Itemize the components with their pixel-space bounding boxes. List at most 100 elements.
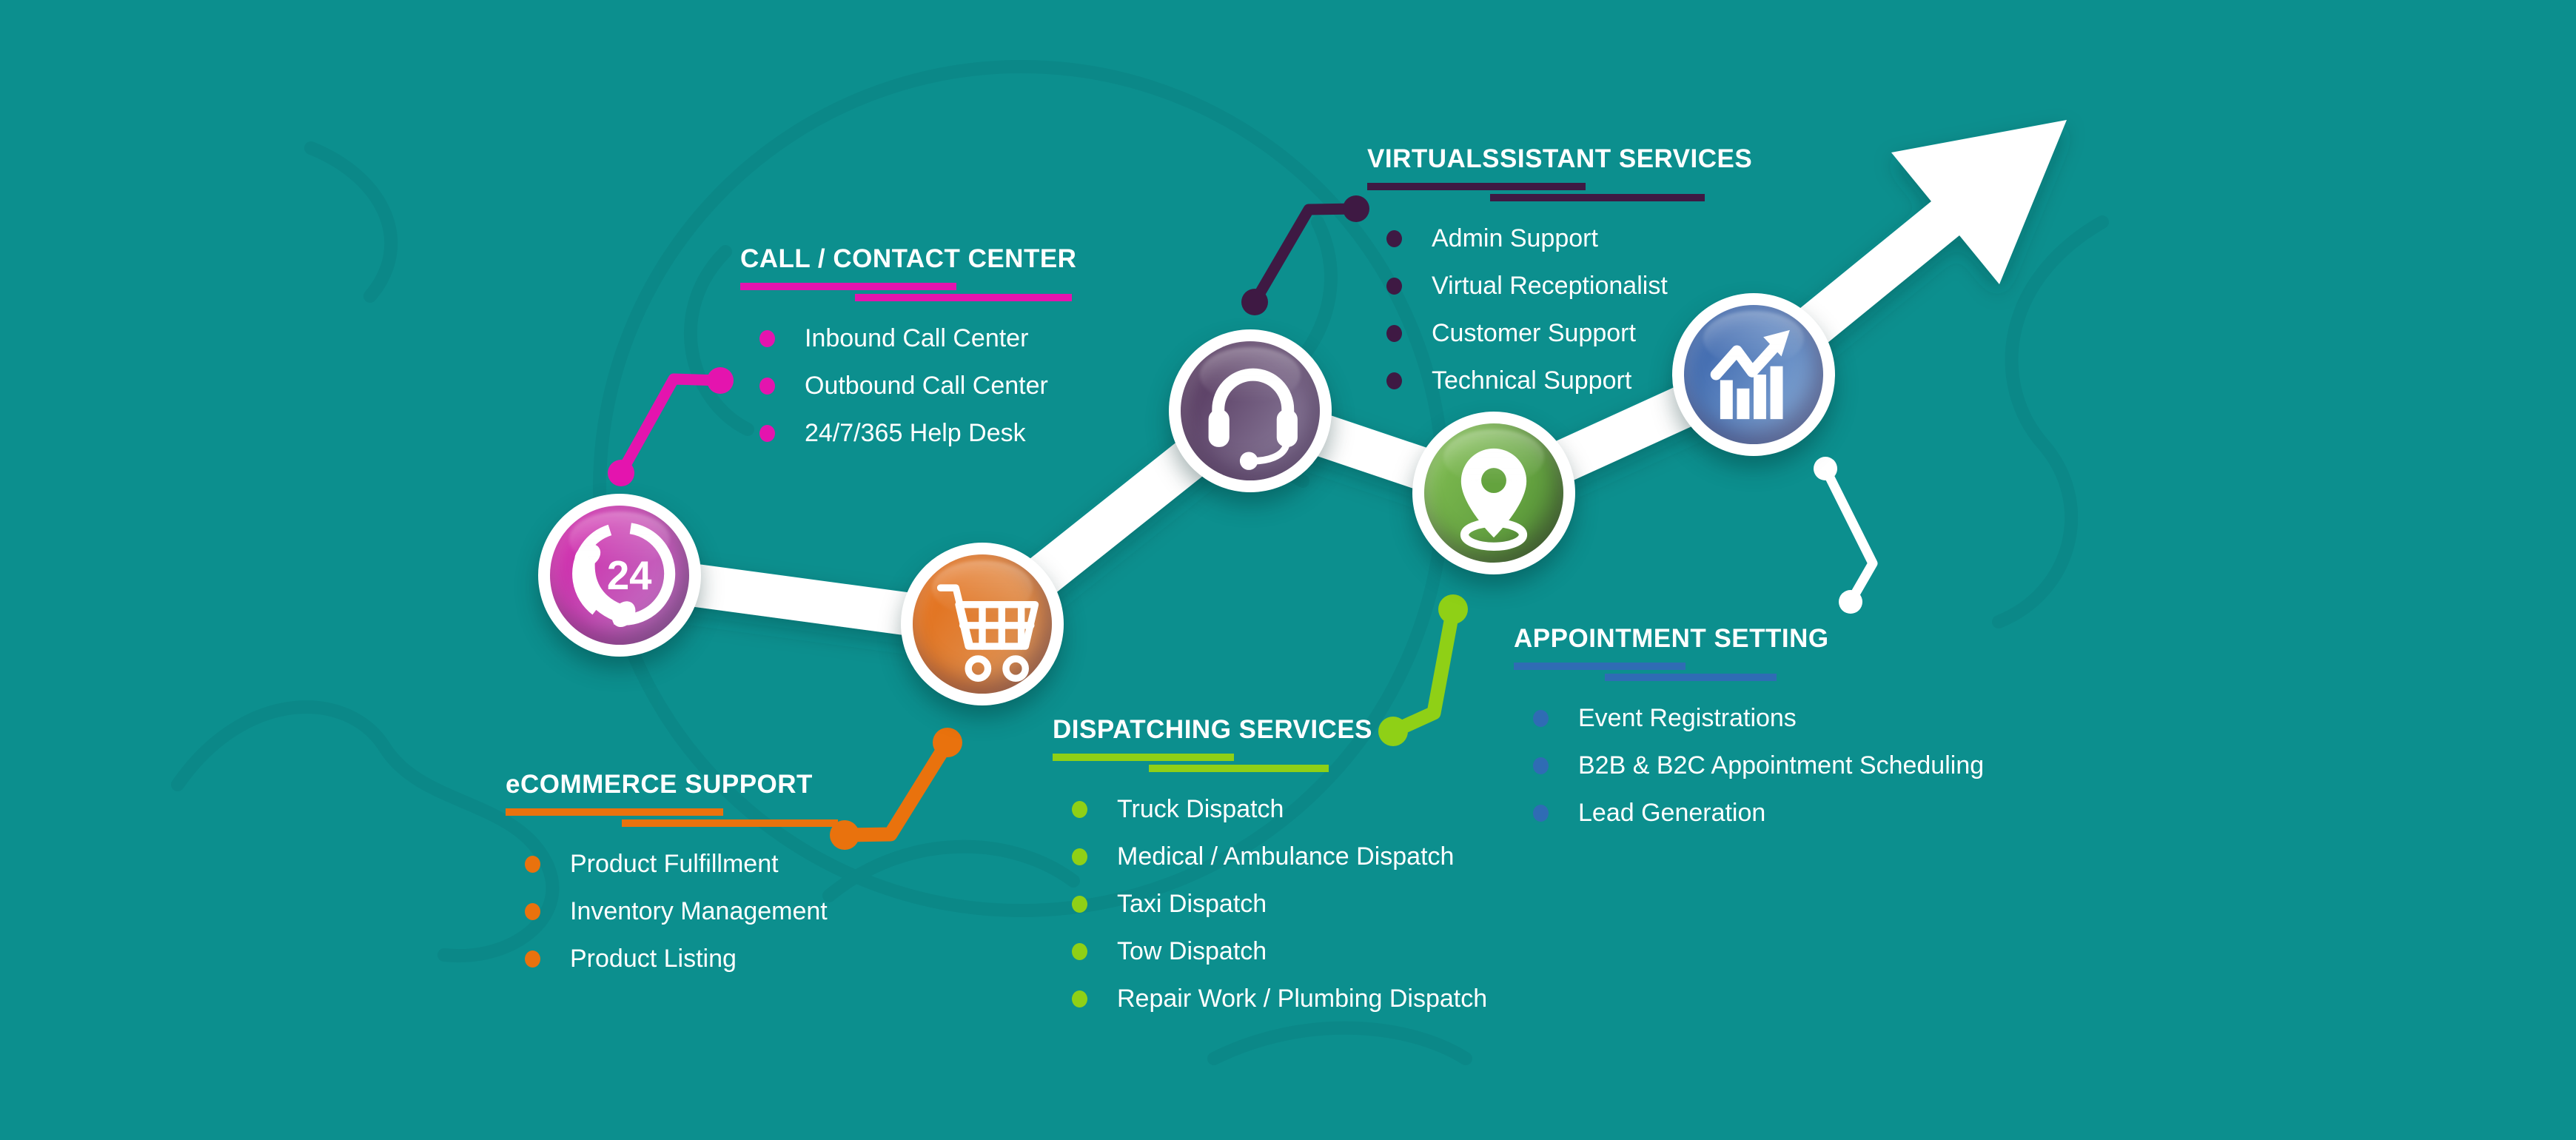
list-item-label: Repair Work / Plumbing Dispatch [1117,984,1488,1013]
list-item-label: Truck Dispatch [1117,794,1284,823]
list-item-label: Product Fulfillment [570,849,779,878]
connector-ecommerce-support [830,728,962,850]
virtual-assistant-node [1169,329,1332,492]
title-underline [622,819,838,827]
list-item-label: Admin Support [1432,224,1598,252]
list-item-label: Event Registrations [1578,703,1797,732]
list-item-label: Virtual Receptionalist [1432,271,1668,300]
list-item-label: Taxi Dispatch [1117,889,1267,918]
gloss-highlight [1200,346,1301,403]
list-item: Event Registrations [1514,694,1984,742]
bullet-dot-icon [1386,372,1402,389]
bullet-dot-icon [1386,324,1402,342]
title-underline [506,808,723,816]
growth-arrow [1740,120,2067,392]
list-item: Product Listing [506,935,838,982]
list-item: 24/7/365 Help Desk [740,409,1076,457]
headset-icon [1208,368,1298,470]
connector-call-contact-center [608,367,734,486]
bullet-dot-icon [525,902,540,920]
bullet-dot-icon [1072,848,1087,865]
list-item: Truck Dispatch [1053,785,1487,833]
location-pin-icon [1460,448,1528,551]
section-title: eCOMMERCE SUPPORT [506,770,813,799]
list-item-label: Inbound Call Center [805,323,1029,352]
list-item-label: 24/7/365 Help Desk [805,418,1026,447]
list-item: Admin Support [1367,215,1752,262]
dispatching-node [1412,412,1575,574]
list-item: Inbound Call Center [740,315,1076,362]
bullet-dot-icon [759,329,775,347]
list-item: Inventory Management [506,888,838,935]
list-item: Tow Dispatch [1053,928,1487,975]
title-underline [1605,674,1777,681]
gloss-highlight [1703,310,1804,366]
gloss-highlight [569,511,670,567]
bullet-dot-icon [1072,800,1087,818]
call-center-node: 24 [538,494,701,657]
list-item-label: Product Listing [570,944,737,973]
title-underline [1490,194,1705,201]
section-title: APPOINTMENT SETTING [1514,624,1829,653]
list-item: Outbound Call Center [740,362,1076,409]
bullet-dot-icon [1386,229,1402,247]
list-item: Product Fulfillment [506,840,838,888]
list-item: Repair Work / Plumbing Dispatch [1053,975,1487,1022]
phone-handset-glyph [574,543,636,628]
title-underline [1053,754,1234,761]
section-call-contact-center: CALL / CONTACT CENTER Inbound Call Cente… [740,244,1076,457]
bullet-dot-icon [1072,895,1087,913]
list-item: Medical / Ambulance Dispatch [1053,833,1487,880]
list-item-label: Lead Generation [1578,798,1766,827]
list-item: Customer Support [1367,309,1752,357]
svg-text:24: 24 [607,553,652,598]
bullet-dot-icon [759,377,775,395]
list-item: Virtual Receptionalist [1367,262,1752,309]
phone-24-hours-icon: 24 [572,522,676,628]
section-title: DISPATCHING SERVICES [1053,715,1373,744]
list-item-label: Technical Support [1432,366,1632,395]
list-item-label: Customer Support [1432,318,1636,347]
list-item-label: Medical / Ambulance Dispatch [1117,842,1455,871]
title-underline [855,294,1072,301]
gloss-highlight [932,560,1033,616]
title-underline [1149,765,1329,772]
title-underline [1514,663,1686,670]
section-title: VIRTUALSSISTANT SERVICES [1367,144,1753,173]
bullet-dot-icon [1072,942,1087,960]
bullet-dot-icon [1533,804,1549,822]
title-underline [740,283,956,290]
list-item: Technical Support [1367,357,1752,404]
bullet-dot-icon [759,424,775,442]
gloss-highlight [1443,429,1544,485]
list-item-label: Inventory Management [570,896,828,925]
list-item: B2B & B2C Appointment Scheduling [1514,742,1984,789]
bullet-dot-icon [525,855,540,873]
list-item-label: Outbound Call Center [805,371,1048,400]
bar-chart-growth-icon [1710,329,1790,420]
list-item: Taxi Dispatch [1053,880,1487,928]
shopping-cart-icon [936,584,1039,683]
bullet-dot-icon [1072,990,1087,1007]
ecommerce-node [901,543,1064,705]
section-title: CALL / CONTACT CENTER [740,244,1077,273]
list-item-label: B2B & B2C Appointment Scheduling [1578,751,1985,779]
appointment-node [1672,293,1835,456]
list-item-label: Tow Dispatch [1117,936,1267,965]
title-underline [1367,183,1586,190]
connector-appointment-setting [1814,457,1878,614]
connector-virtual-assistant-services [1241,195,1369,315]
list-item: Lead Generation [1514,789,1984,836]
bullet-dot-icon [1533,757,1549,774]
bullet-dot-icon [525,950,540,968]
